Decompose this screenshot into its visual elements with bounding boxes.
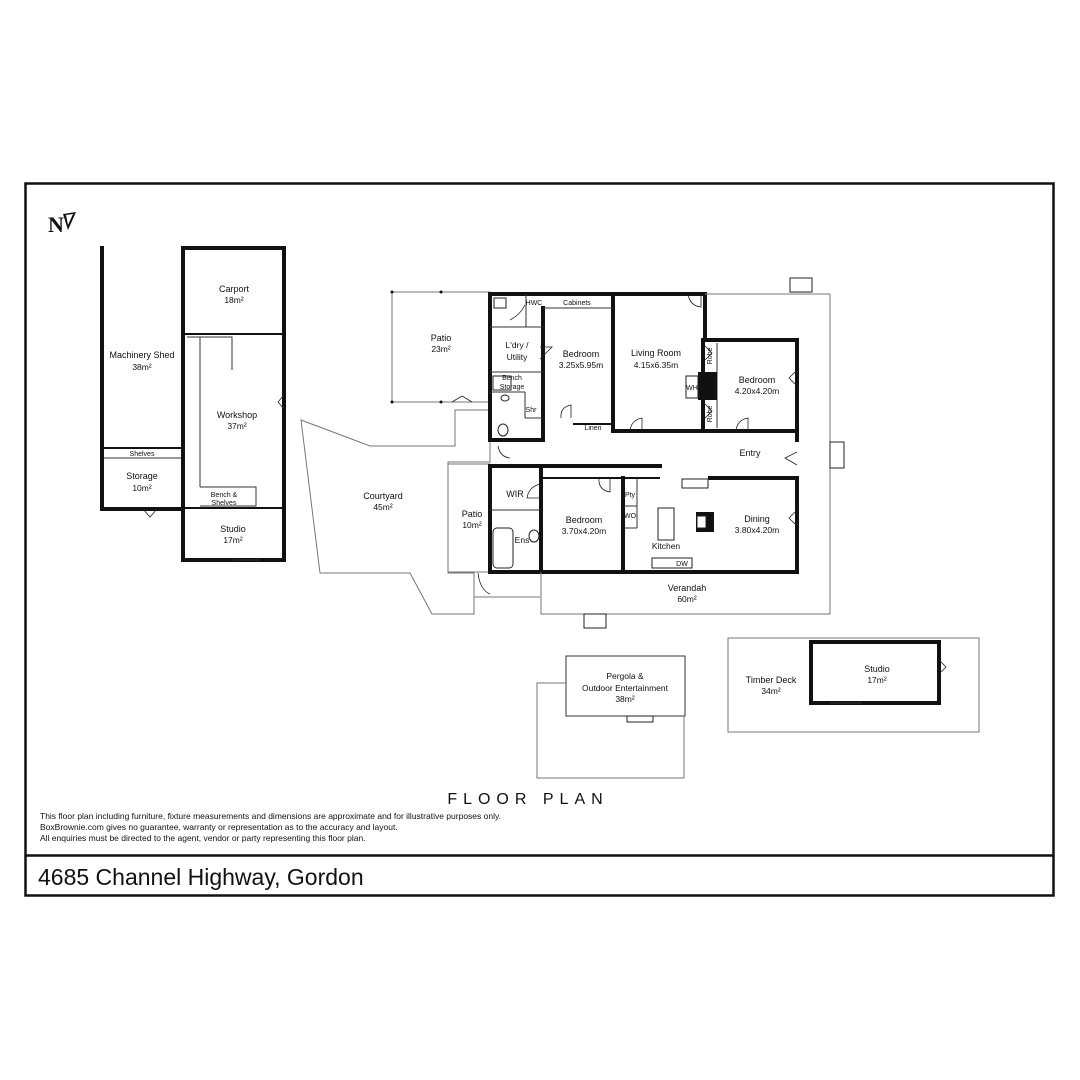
ensuite-label: Ens <box>515 535 530 545</box>
laundry-label-1: L'dry / <box>506 340 530 350</box>
studio-east-label: Studio <box>864 664 890 674</box>
disclaimer-line-2: BoxBrownie.com gives no guarantee, warra… <box>40 822 398 832</box>
timber-deck-size: 34m² <box>761 686 781 696</box>
studio-west-size: 17m² <box>223 535 243 545</box>
timber-deck-label: Timber Deck <box>746 675 797 685</box>
hwc-label: HWC <box>526 300 543 307</box>
bench-shelves-label-2: Shelves <box>212 500 237 507</box>
disclaimer-line-1: This floor plan including furniture, fix… <box>40 811 501 821</box>
robe2-label: Robe <box>707 406 714 423</box>
courtyard-size: 45m² <box>373 502 393 512</box>
svg-text:N: N <box>48 212 64 237</box>
carport-size: 18m² <box>224 295 244 305</box>
west-outbuildings <box>100 246 286 562</box>
living-room-size: 4.15x6.35m <box>634 360 678 370</box>
patio-west-size: 10m² <box>462 520 482 530</box>
machinery-shed-size: 38m² <box>132 362 152 372</box>
east-studio-deck <box>727 637 980 733</box>
north-arrow-icon: N <box>48 212 76 237</box>
kitchen-label: Kitchen <box>652 541 681 551</box>
bench-label: Bench <box>502 375 522 382</box>
verandah-size: 60m² <box>677 594 697 604</box>
bedroom3-size: 3.70x4.20m <box>562 526 606 536</box>
wo-label: WO <box>624 513 637 520</box>
room-labels: Machinery Shed 38m² Carport 18m² Worksho… <box>109 284 889 704</box>
bedroom2-size: 4.20x4.20m <box>735 386 779 396</box>
machinery-shed-label: Machinery Shed <box>109 350 174 360</box>
patio-north-label: Patio <box>431 333 452 343</box>
workshop-size: 37m² <box>227 421 247 431</box>
dining-size: 3.80x4.20m <box>735 525 779 535</box>
wh-label: WH <box>686 385 698 392</box>
shower-label: Shr <box>526 407 538 414</box>
laundry-label-2: Utility <box>507 352 529 362</box>
pergola-label-1: Pergola & <box>606 671 644 681</box>
studio-east-size: 17m² <box>867 675 887 685</box>
floor-plan-heading: FLOOR PLAN <box>447 791 608 808</box>
bedroom3-label: Bedroom <box>566 515 603 525</box>
bedroom1-label: Bedroom <box>563 349 600 359</box>
carport-label: Carport <box>219 284 250 294</box>
courtyard-label: Courtyard <box>363 491 403 501</box>
cabinets-label: Cabinets <box>563 300 591 307</box>
living-room-label: Living Room <box>631 348 681 358</box>
robe1-label: Robe <box>707 348 714 365</box>
storage-shed-size: 10m² <box>132 483 152 493</box>
patio-west-label: Patio <box>462 509 483 519</box>
bench-shelves-label-1: Bench & <box>211 492 238 499</box>
storage-small-label: Storage <box>500 384 525 391</box>
verandah <box>540 440 845 629</box>
patio-north-size: 23m² <box>431 344 451 354</box>
plan-frame <box>24 182 1055 897</box>
linen-label: Linen <box>584 425 601 432</box>
pergola <box>536 655 686 779</box>
pantry-label: Pty <box>625 492 636 499</box>
shelves-label: Shelves <box>130 451 155 458</box>
workshop-label: Workshop <box>217 410 257 420</box>
studio-west-label: Studio <box>220 524 246 534</box>
dining-label: Dining <box>744 514 770 524</box>
disclaimer-line-3: All enquiries must be directed to the ag… <box>40 833 366 843</box>
entry-label: Entry <box>739 448 761 458</box>
bedroom2-label: Bedroom <box>739 375 776 385</box>
verandah-label: Verandah <box>668 583 707 593</box>
property-address: 4685 Channel Highway, Gordon <box>38 864 364 890</box>
wir-label: WIR <box>506 489 524 499</box>
dw-label: DW <box>676 561 688 568</box>
pergola-size: 38m² <box>615 694 635 704</box>
bedroom1-size: 3.25x5.95m <box>559 360 603 370</box>
storage-shed-label: Storage <box>126 471 158 481</box>
pergola-label-2: Outdoor Entertainment <box>582 683 669 693</box>
